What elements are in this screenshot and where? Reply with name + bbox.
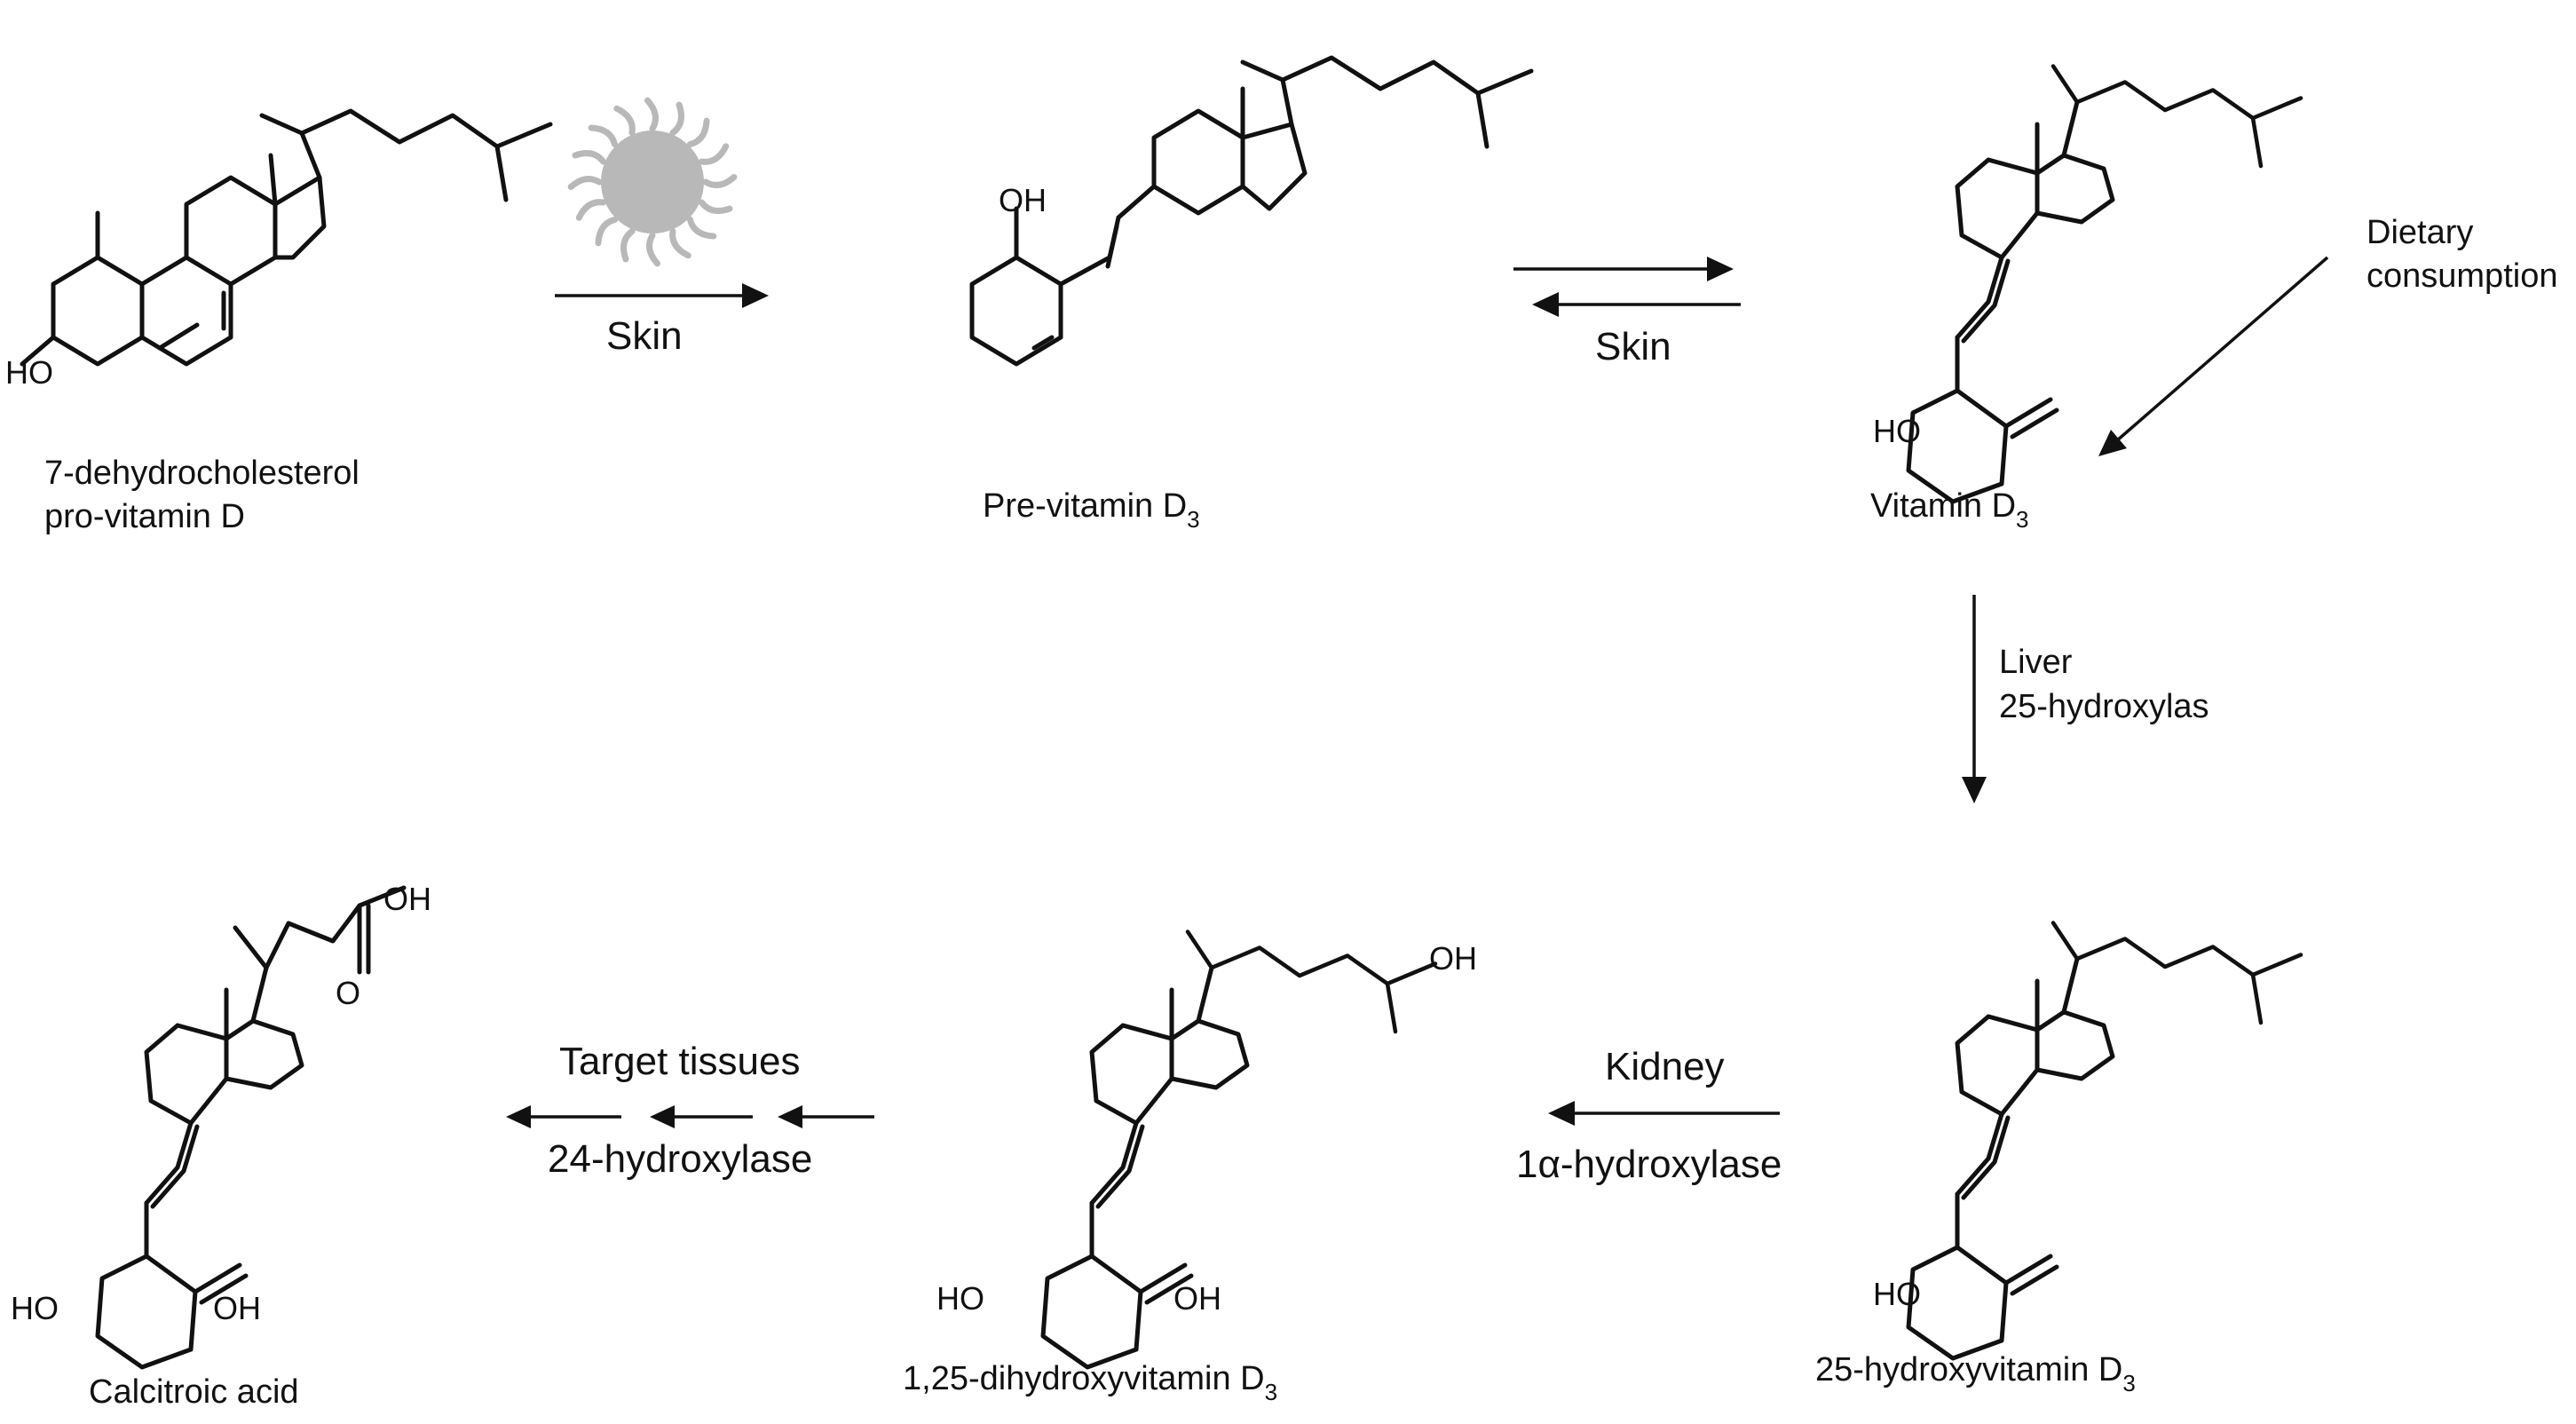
atom-label-ho-3: HO [936,1280,984,1317]
step-label-25-hydroxylas: 25-hydroxylas [1999,688,2209,725]
sun-ray [572,150,607,165]
compound-name-pro-vitamin-d: pro-vitamin D [44,498,245,535]
step-label-dietary: Dietary [2367,214,2473,251]
compound-name-vitamin-d3: Vitamin D3 [1870,487,2029,533]
arrow-skin-forward [555,283,769,308]
arrow-equilibrium-reverse [1532,292,1741,317]
atom-label-o-acid: O [336,975,360,1011]
arrow-liver-hydroxylation [1962,595,1987,803]
sun-ray [613,105,636,137]
vitamin-d3-structure [1908,67,2301,502]
atom-label-ho: HO [5,354,53,391]
step-label-24-hydroxylase: 24-hydroxylase [548,1137,812,1181]
atom-label-ho-calcitroic: HO [11,1290,59,1326]
sun-ray [567,176,603,191]
sun-ray [595,216,619,247]
step-label-target-tissues: Target tissues [559,1040,800,1083]
arrow-equilibrium-forward [1513,257,1734,281]
sun-ray [588,124,619,148]
sun-ray [702,173,738,188]
sun-ray [620,227,636,263]
arrow-kidney-hydroxylation [1548,1101,1780,1126]
atom-label-oh-1: OH [1173,1280,1221,1317]
compound-name-7-dehydrocholesterol: 7-dehydrocholesterol [44,455,360,492]
sun-ray [669,227,691,259]
sun-ray [698,199,733,214]
step-label-liver: Liver [1999,644,2073,681]
step-label-skin-reverse: Skin [1595,325,1671,368]
atom-label-oh-acid: OH [383,881,431,917]
sun-ray [686,117,710,148]
atom-label-ho-vitd3: HO [1873,413,1921,449]
1-25-dihydroxyvitamin-d3-structure [1043,932,1435,1368]
atom-label-oh-25: OH [1429,940,1477,977]
step-label-skin: Skin [606,314,683,358]
dehydrocholesterol-structure [20,108,553,367]
compound-name-calcitroic-acid: Calcitroic acid [89,1373,299,1411]
atom-label-oh-calcitroic: OH [213,1290,261,1326]
sun-ray [644,97,659,132]
step-label-kidney: Kidney [1605,1045,1725,1088]
atom-label-oh: OH [999,182,1047,218]
atom-label-ho-25ohd: HO [1873,1276,1921,1312]
sun-ray [686,216,717,240]
step-label-1alpha-hydroxylase: 1α-hydroxylase [1516,1143,1782,1186]
step-label-consumption: consumption [2367,257,2557,295]
25-hydroxyvitamin-d3-structure [1908,923,2301,1359]
arrow-dietary-consumption [2098,256,2329,456]
sun-ray [646,232,661,267]
sun-ray [575,199,607,221]
sun-icon [567,97,738,267]
calcitroic-acid-structure [98,885,407,1367]
sun-ray [698,143,730,165]
compound-name-25-hydroxyvitamin-d3: 25-hydroxyvitamin D3 [1815,1351,2136,1396]
compound-name-dihydroxyvitamin-d3: 1,25-dihydroxyvitamin D3 [903,1360,1277,1405]
previtamin-d3-structure [969,55,1534,367]
compound-name-previtamin-d3: Pre-vitamin D3 [983,487,1200,533]
arrow-target-tissues [506,1105,874,1128]
sun-ray [669,101,684,137]
